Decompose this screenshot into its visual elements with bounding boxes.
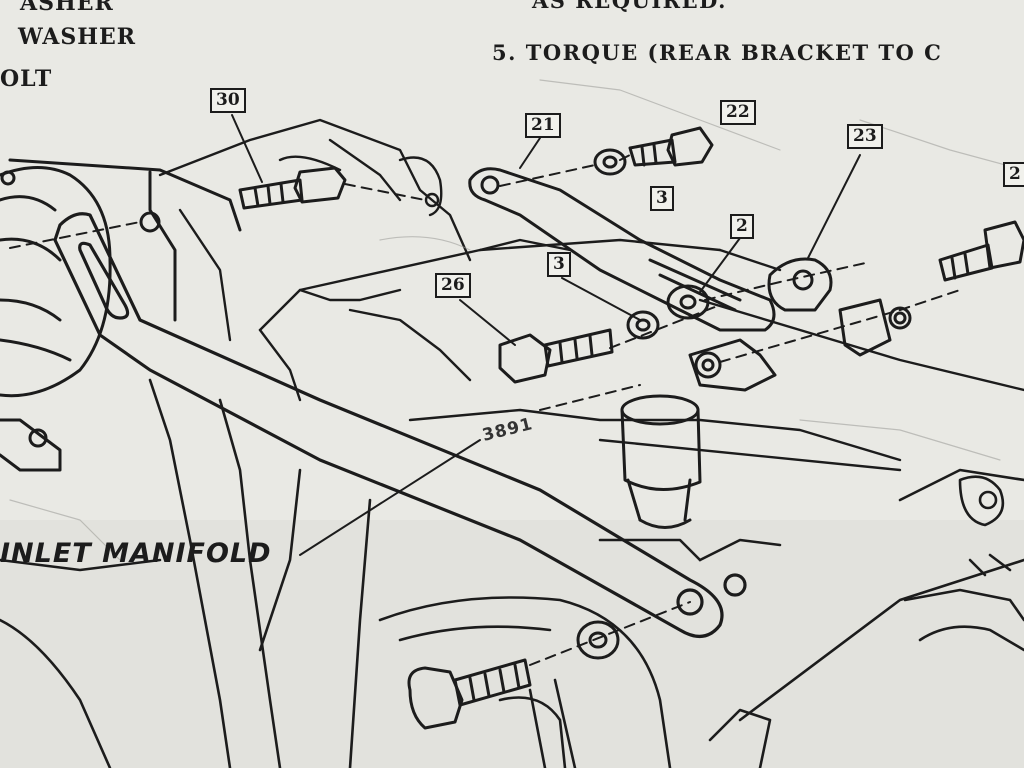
alternator-body — [0, 160, 240, 470]
note-bolt: OLT — [0, 66, 53, 92]
callout-26: 26 — [435, 273, 471, 298]
note-top-left: ASHER — [20, 0, 114, 16]
note-as-required: AS REQUIRED. — [532, 0, 727, 13]
engine-bracket — [160, 120, 470, 340]
ghost-lines — [10, 80, 1024, 560]
callout-3-upper: 3 — [650, 186, 674, 211]
lower-engine — [0, 380, 1024, 768]
callout-23: 23 — [847, 124, 883, 149]
leader-lines — [232, 115, 860, 555]
callout-21: 21 — [525, 113, 561, 138]
stud — [622, 396, 700, 528]
callout-22: 22 — [720, 100, 756, 125]
spacer — [690, 340, 775, 390]
callout-30: 30 — [210, 88, 246, 113]
note-washer: WASHER — [18, 24, 137, 50]
note-torque: 5. TORQUE (REAR BRACKET TO C — [492, 40, 943, 65]
bolts — [240, 128, 1024, 728]
callout-2-right: 2 — [1003, 162, 1024, 187]
callout-2: 2 — [730, 214, 754, 239]
bracket-23 — [769, 259, 910, 355]
adjusting-strap — [55, 214, 745, 637]
centerlines — [10, 155, 960, 665]
washers — [578, 150, 708, 658]
label-inlet-manifold: INLET MANIFOLD — [0, 538, 272, 569]
callout-3-lower: 3 — [547, 252, 571, 277]
rear-bracket — [470, 169, 774, 330]
